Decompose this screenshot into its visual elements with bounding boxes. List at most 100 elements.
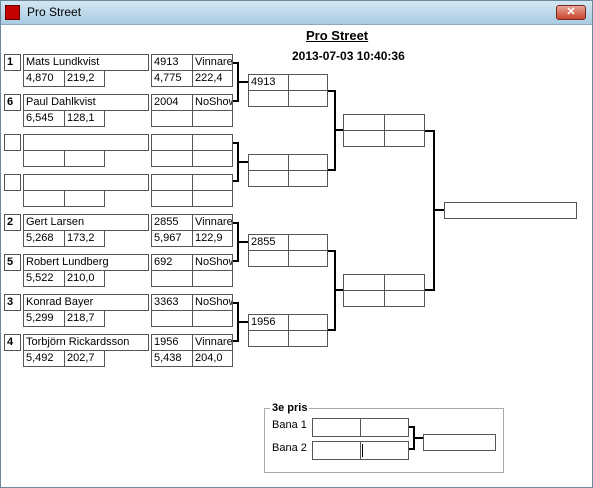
seed-number[interactable]: 3 xyxy=(4,294,21,311)
round2-cell[interactable] xyxy=(288,90,328,107)
opponent-time-cell[interactable] xyxy=(151,270,193,287)
driver-name-cell[interactable]: Robert Lundberg xyxy=(23,254,149,271)
opponent-id-cell[interactable]: 2004 xyxy=(151,94,193,111)
driver-name-cell[interactable]: Gert Larsen xyxy=(23,214,149,231)
round2-id-cell[interactable] xyxy=(248,154,289,171)
round2-cell[interactable] xyxy=(288,330,328,347)
opponent-result-cell[interactable]: Vinnare xyxy=(192,334,233,351)
opponent-id-cell[interactable]: 1956 xyxy=(151,334,193,351)
speed-cell[interactable]: 128,1 xyxy=(64,110,105,127)
reaction-time-cell[interactable]: 5,268 xyxy=(23,230,65,247)
opponent-time-cell[interactable] xyxy=(151,190,193,207)
reaction-time-cell[interactable]: 4,870 xyxy=(23,70,65,87)
opponent-id-cell[interactable]: 2855 xyxy=(151,214,193,231)
reaction-time-cell[interactable] xyxy=(23,190,65,207)
seed-number[interactable]: 5 xyxy=(4,254,21,271)
opponent-speed-cell[interactable]: 222,4 xyxy=(192,70,233,87)
round2-cell[interactable] xyxy=(288,170,328,187)
opponent-speed-cell[interactable]: 204,0 xyxy=(192,350,233,367)
driver-name-cell[interactable] xyxy=(23,134,149,151)
opponent-time-cell[interactable] xyxy=(151,150,193,167)
seed-number[interactable]: 6 xyxy=(4,94,21,111)
speed-cell[interactable]: 218,7 xyxy=(64,310,105,327)
speed-cell[interactable]: 210,0 xyxy=(64,270,105,287)
round2-cell[interactable] xyxy=(248,90,289,107)
semifinal-cell[interactable] xyxy=(343,290,385,307)
semifinal-cell[interactable] xyxy=(384,274,425,291)
speed-cell[interactable]: 202,7 xyxy=(64,350,105,367)
opponent-time-cell[interactable] xyxy=(151,310,193,327)
driver-name-cell[interactable] xyxy=(23,174,149,191)
semifinal-cell[interactable] xyxy=(384,114,425,131)
opponent-id-cell[interactable]: 4913 xyxy=(151,54,193,71)
opponent-time-cell[interactable]: 5,438 xyxy=(151,350,193,367)
speed-cell[interactable]: 173,2 xyxy=(64,230,105,247)
opponent-speed-cell[interactable]: 122,9 xyxy=(192,230,233,247)
opponent-result-cell[interactable]: Vinnare xyxy=(192,214,233,231)
opponent-result-cell[interactable] xyxy=(192,174,233,191)
opponent-id-cell[interactable]: 3363 xyxy=(151,294,193,311)
speed-cell[interactable] xyxy=(64,190,105,207)
lane-1-id-cell[interactable] xyxy=(312,418,361,437)
round2-cell[interactable] xyxy=(248,330,289,347)
opponent-result-cell[interactable]: NoShow xyxy=(192,254,233,271)
opponent-result-cell[interactable]: NoShow xyxy=(192,294,233,311)
round2-result-cell[interactable] xyxy=(288,234,328,251)
driver-name-cell[interactable]: Mats Lundkvist xyxy=(23,54,149,71)
close-button[interactable]: ✕ xyxy=(556,5,586,20)
round2-result-cell[interactable] xyxy=(288,314,328,331)
opponent-id-cell[interactable] xyxy=(151,134,193,151)
semifinal-cell[interactable] xyxy=(384,130,425,147)
seed-number[interactable]: 2 xyxy=(4,214,21,231)
seed-number[interactable]: 4 xyxy=(4,334,21,351)
speed-cell[interactable]: 219,2 xyxy=(64,70,105,87)
semifinal-cell[interactable] xyxy=(343,114,385,131)
round2-id-cell[interactable]: 4913 xyxy=(248,74,289,91)
opponent-id-cell[interactable]: 692 xyxy=(151,254,193,271)
seed-number[interactable]: 1 xyxy=(4,54,21,71)
opponent-speed-cell[interactable] xyxy=(192,310,233,327)
opponent-speed-cell[interactable] xyxy=(192,110,233,127)
round2-cell[interactable] xyxy=(248,170,289,187)
lane-1-result-cell[interactable] xyxy=(360,418,409,437)
round2-id-cell[interactable]: 2855 xyxy=(248,234,289,251)
opponent-speed-cell[interactable] xyxy=(192,190,233,207)
seed-number[interactable] xyxy=(4,174,21,191)
opponent-result-cell[interactable]: NoShow xyxy=(192,94,233,111)
round2-id-cell[interactable]: 1956 xyxy=(248,314,289,331)
reaction-time-cell[interactable]: 5,299 xyxy=(23,310,65,327)
opponent-time-cell[interactable]: 5,967 xyxy=(151,230,193,247)
seed-number[interactable] xyxy=(4,134,21,151)
speed-cell[interactable] xyxy=(64,150,105,167)
opponent-speed-cell[interactable] xyxy=(192,270,233,287)
reaction-time-cell[interactable]: 5,522 xyxy=(23,270,65,287)
third-place-winner-cell[interactable] xyxy=(423,434,496,451)
lane-2-result-cell[interactable] xyxy=(360,441,409,460)
round2-result-cell[interactable] xyxy=(288,154,328,171)
driver-name-cell[interactable]: Konrad Bayer xyxy=(23,294,149,311)
driver-name-cell[interactable]: Torbjörn Rickardsson xyxy=(23,334,149,351)
round2-result-cell[interactable] xyxy=(288,74,328,91)
app-icon[interactable] xyxy=(5,5,20,20)
reaction-time-cell[interactable] xyxy=(23,150,65,167)
opponent-id-cell[interactable] xyxy=(151,174,193,191)
opponent-result-cell[interactable]: Vinnare xyxy=(192,54,233,71)
bracket-connector xyxy=(328,90,336,171)
semifinal-cell[interactable] xyxy=(343,274,385,291)
opponent-result-cell[interactable] xyxy=(192,134,233,151)
driver-name-cell[interactable]: Paul Dahlkvist xyxy=(23,94,149,111)
opponent-time-cell[interactable]: 4,775 xyxy=(151,70,193,87)
final-winner-cell[interactable] xyxy=(444,202,577,219)
round2-cell[interactable] xyxy=(288,250,328,267)
reaction-time-cell[interactable]: 6,545 xyxy=(23,110,65,127)
reaction-time-cell[interactable]: 5,492 xyxy=(23,350,65,367)
opponent-speed-cell[interactable] xyxy=(192,150,233,167)
title-bar[interactable]: Pro Street ✕ xyxy=(1,1,592,25)
semifinal-cell[interactable] xyxy=(384,290,425,307)
round2-cell[interactable] xyxy=(248,250,289,267)
bracket-connector xyxy=(239,81,248,83)
semifinal-cell[interactable] xyxy=(343,130,385,147)
opponent-time-cell[interactable] xyxy=(151,110,193,127)
lane-2-id-cell[interactable] xyxy=(312,441,361,460)
bracket-connector xyxy=(239,161,248,163)
